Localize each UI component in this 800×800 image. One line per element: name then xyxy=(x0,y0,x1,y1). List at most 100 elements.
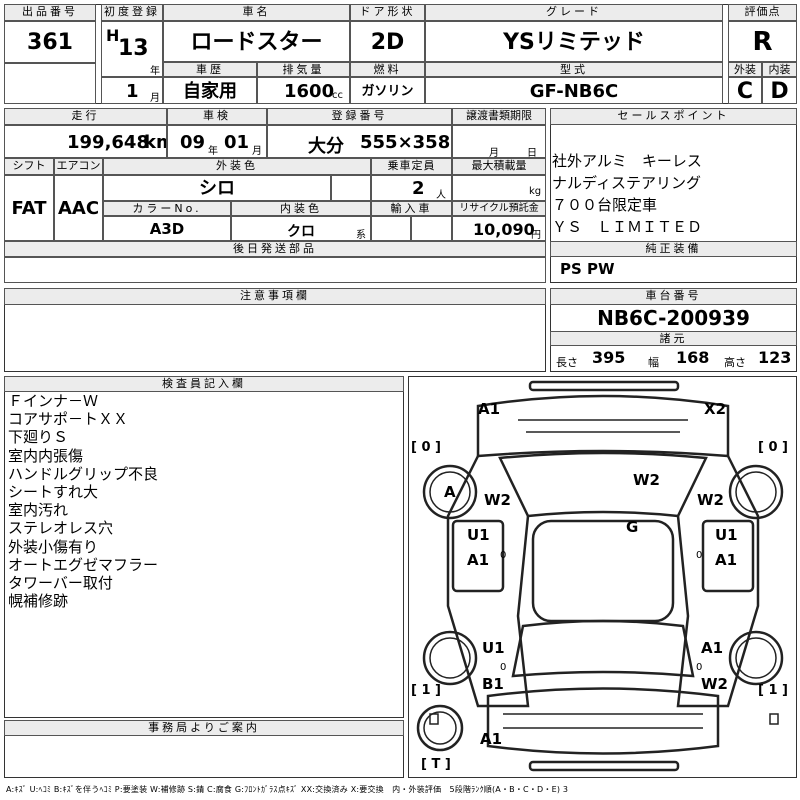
car-diagram xyxy=(416,380,784,772)
inspector-note: 室内汚れ xyxy=(8,501,69,520)
plate-number: 555×358 xyxy=(360,132,451,153)
int-color-label: 内装色 xyxy=(231,201,371,216)
plate-cell: 大分 555×358 xyxy=(267,125,452,158)
mileage-unit: km xyxy=(144,132,166,153)
recycle-unit: 円 xyxy=(531,230,541,241)
front-bumper-outline xyxy=(528,380,680,392)
color-no: A3D xyxy=(103,216,231,241)
length: 395 xyxy=(592,348,626,367)
windshield-outline xyxy=(498,451,708,518)
inspection-year: 09 xyxy=(180,132,206,153)
left-door-outline xyxy=(451,519,505,593)
first-reg-year-cell: H 13 年 xyxy=(101,21,163,77)
load-cell: kg xyxy=(452,175,546,201)
inspector-note: ハンドルグリップ不良 xyxy=(8,464,159,483)
lot-no-label: 出品番号 xyxy=(4,4,96,21)
inspector-note: オートエグゼマフラー xyxy=(8,555,159,574)
damage-mark: U1 xyxy=(467,526,490,544)
zero-mark: 0 xyxy=(696,550,703,561)
displacement-label: 排気量 xyxy=(257,62,350,77)
inspection-cell: 09 年 01 月 xyxy=(167,125,267,158)
inspector-box xyxy=(4,376,404,718)
grade-label: グレード xyxy=(425,4,723,21)
door: 2D xyxy=(350,21,425,62)
inspector-note: 室内内張傷 xyxy=(8,446,84,465)
damage-mark: A1 xyxy=(478,400,501,418)
first-reg-year: 13 xyxy=(118,36,149,61)
transfer-day: 日 xyxy=(527,148,537,158)
inspection-month: 01 xyxy=(224,132,250,153)
damage-mark: W2 xyxy=(697,491,724,509)
damage-mark: [ T ] xyxy=(421,757,451,772)
damage-mark: W2 xyxy=(633,471,660,489)
recycle-label: リサイクル預託金 xyxy=(452,201,546,216)
damage-mark: G xyxy=(626,518,639,536)
damage-mark: A xyxy=(444,483,456,501)
sales-line: ナルディステアリング xyxy=(552,174,701,192)
score: R xyxy=(728,21,797,62)
height-label: 高さ xyxy=(724,356,746,369)
import-label: 輸入車 xyxy=(371,201,452,216)
sales-label: セールスポイント xyxy=(550,108,797,125)
history-label: 車歴 xyxy=(163,62,257,77)
rear-bumper-outline xyxy=(528,760,680,772)
damage-mark: B1 xyxy=(482,675,504,693)
year-unit: 年 xyxy=(150,66,160,77)
width: 168 xyxy=(676,348,710,367)
damage-mark: [ 1 ] xyxy=(758,683,788,698)
zero-mark: 0 xyxy=(500,662,507,673)
damage-mark: A1 xyxy=(715,551,738,569)
ac-label: エアコン xyxy=(54,158,103,175)
width-label: 幅 xyxy=(648,356,659,369)
capacity-cell: 2 人 xyxy=(371,175,452,201)
height: 123 xyxy=(758,348,792,367)
model: GF-NB6C xyxy=(425,77,723,104)
later-parts xyxy=(4,257,546,283)
sales-line: ７００台限定車 xyxy=(552,196,658,214)
score-label: 評価点 xyxy=(728,4,797,21)
chassis-label: 車台番号 xyxy=(550,288,797,305)
rear-left-wheel-inner xyxy=(429,637,471,679)
car-name: ロードスター xyxy=(163,21,350,62)
first-reg-label: 初度登録 xyxy=(101,4,163,21)
rear-window-outline xyxy=(511,619,695,678)
first-reg-month-cell: 1 月 xyxy=(101,77,163,104)
inspector-note: 下廻りＳ xyxy=(8,428,69,447)
spare-wheel xyxy=(416,704,464,752)
legend: A:ｷｽﾞ U:ﾍｺﾐ B:ｷｽﾞを伴うﾍｺﾐ P:要塗装 W:補修跡 S:錆 … xyxy=(6,785,569,794)
right-mirror xyxy=(769,713,779,725)
transfer-month: 月 xyxy=(489,148,499,158)
int-grade: D xyxy=(762,77,797,104)
capacity-label: 乗車定員 xyxy=(371,158,452,175)
rear-right-wheel xyxy=(728,630,784,686)
inspection-label: 車検 xyxy=(167,108,267,125)
cabin-outline xyxy=(531,519,675,623)
int-color-cell: クロ 系 xyxy=(231,216,371,241)
displacement-unit: cc xyxy=(332,90,343,101)
damage-mark: U1 xyxy=(715,526,738,544)
later-parts-label: 後日発送部品 xyxy=(4,241,546,257)
dims-row: 長さ 395 幅 168 高さ 123 xyxy=(550,346,797,372)
shift: FAT xyxy=(4,175,54,241)
int-label: 内装 xyxy=(762,62,797,77)
inspector-note: シートすれ大 xyxy=(8,483,99,502)
plate-area: 大分 xyxy=(308,136,344,157)
damage-mark: X2 xyxy=(704,400,727,418)
shift-label: シフト xyxy=(4,158,54,175)
trunk-lines xyxy=(503,713,703,729)
dims-label: 諸元 xyxy=(550,331,797,346)
door-label: ドア形状 xyxy=(350,4,425,21)
inspection-year-unit: 年 xyxy=(208,146,218,157)
era: H xyxy=(106,26,120,45)
ext-label: 外装 xyxy=(728,62,762,77)
inspector-note: Ｆインナ－Ｗ xyxy=(8,392,99,410)
fuel: ガソリン xyxy=(350,77,425,104)
front-left-wheel xyxy=(422,464,478,520)
hood-outline xyxy=(476,394,730,458)
inspector-note: 幌補修跡 xyxy=(8,592,69,611)
model-label: 型式 xyxy=(425,62,723,77)
damage-mark: [ 1 ] xyxy=(411,683,441,698)
transfer-cell: 月 日 xyxy=(452,125,546,158)
int-color-unit: 系 xyxy=(356,230,366,241)
displacement: 1600 xyxy=(284,81,335,102)
